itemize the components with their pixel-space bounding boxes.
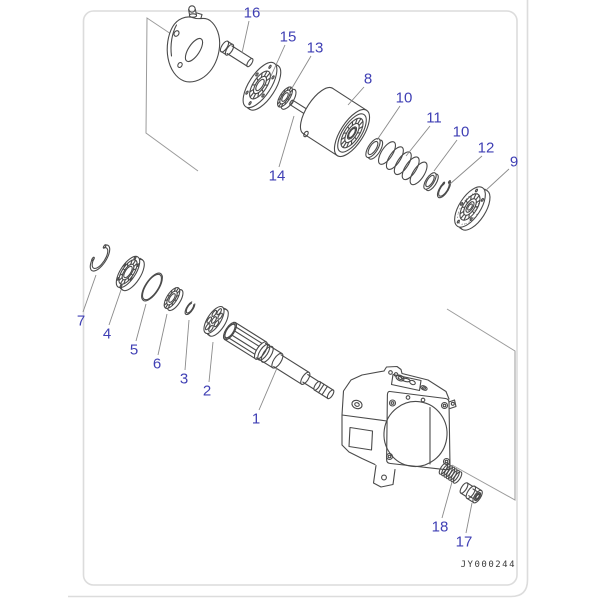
callout-label-7[interactable]: 7 — [77, 313, 85, 330]
part-12-snap-ring — [435, 178, 453, 200]
outer-border — [68, 0, 529, 598]
callout-label-10a[interactable]: 10 — [396, 90, 413, 107]
callout-label-12[interactable]: 12 — [478, 140, 495, 157]
leader-line-8 — [347, 86, 365, 106]
leader-line-17 — [465, 502, 473, 534]
inner-border — [82, 10, 518, 586]
part-18-spring — [438, 462, 463, 484]
leader-line-7 — [82, 274, 97, 313]
callout-label-15[interactable]: 15 — [280, 29, 297, 46]
leader-line-4 — [108, 289, 122, 326]
cover-plate — [166, 5, 221, 83]
part-10-washer-a — [363, 136, 385, 161]
leader-line-16 — [241, 20, 250, 54]
part-5-o-ring — [138, 270, 167, 304]
leader-line-1 — [258, 367, 278, 411]
part-4-bearing-flange — [112, 253, 149, 294]
leader-line-2 — [208, 341, 214, 383]
sheet-plane-upper — [145, 17, 199, 172]
callout-label-16[interactable]: 16 — [244, 5, 261, 22]
leader-line-6 — [157, 313, 168, 356]
callouts-layer: 16 15 13 8 10 11 10 12 9 14 7 4 56 32 1 18 17 — [77, 5, 518, 551]
callout-label-4[interactable]: 4 — [103, 326, 111, 343]
callout-label-10b[interactable]: 10 — [453, 124, 470, 141]
callout-label-3[interactable]: 3 — [180, 371, 188, 388]
leader-line-18 — [441, 481, 453, 519]
leader-line-10b — [433, 139, 458, 172]
part-1-drive-shaft — [221, 320, 335, 400]
leader-line-14 — [278, 115, 295, 168]
part-11-spring — [377, 141, 428, 186]
part-7-snap-ring — [87, 242, 114, 274]
leader-line-15 — [270, 44, 286, 77]
leader-line-11 — [405, 125, 431, 157]
leader-line-12 — [449, 155, 483, 185]
callout-label-18[interactable]: 18 — [432, 519, 449, 536]
leader-line-5 — [135, 303, 147, 342]
part-17-plug — [459, 482, 484, 505]
callout-label-17[interactable]: 17 — [456, 534, 473, 551]
callout-label-14[interactable]: 14 — [269, 168, 286, 185]
callout-label-8[interactable]: 8 — [364, 71, 372, 88]
part-8-cylinder-block — [294, 82, 376, 162]
part-10-washer-b — [421, 171, 440, 193]
part-3-snap-ring — [183, 301, 196, 316]
part-housing-case — [341, 365, 457, 488]
callout-label-5[interactable]: 5 — [130, 342, 138, 359]
part-13-bearing — [275, 85, 299, 112]
part-2-retainer-plate — [200, 303, 232, 339]
callout-label-9[interactable]: 9 — [510, 154, 518, 171]
callout-label-2[interactable]: 2 — [203, 383, 211, 400]
sheet-plane-lower — [446, 308, 516, 501]
callout-label-13[interactable]: 13 — [307, 40, 324, 57]
callout-label-11[interactable]: 11 — [426, 110, 442, 127]
leader-line-10a — [376, 105, 401, 141]
part-9-valve-plate — [449, 182, 496, 235]
leader-line-13 — [291, 55, 312, 89]
figure-code: JY000244 — [460, 560, 516, 570]
callout-label-1[interactable]: 1 — [252, 411, 260, 428]
leader-line-3 — [184, 319, 190, 371]
part-6-bearing — [161, 285, 186, 313]
callout-label-6[interactable]: 6 — [153, 356, 161, 373]
leader-line-9 — [483, 168, 510, 193]
part-16-pin — [219, 40, 254, 68]
